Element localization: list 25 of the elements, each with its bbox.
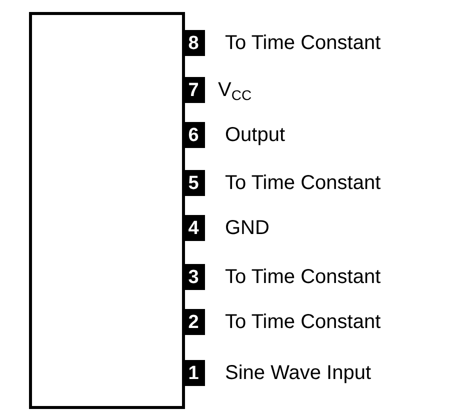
pin-number: 2 (188, 312, 199, 332)
pin-marker (182, 264, 205, 290)
pin-marker (182, 77, 205, 103)
pin-marker (182, 122, 205, 148)
pin-number: 6 (188, 126, 199, 144)
pin-label: To Time Constant (225, 267, 381, 287)
pin-marker (182, 30, 205, 56)
pin-marker (182, 360, 205, 386)
pin-label: V$_{CC}$ (218, 80, 252, 102)
pin-number: 5 (188, 174, 199, 192)
pin-label: To Time Constant (225, 312, 381, 332)
pin-label: Sine Wave Input (225, 363, 372, 383)
pin-marker (182, 309, 205, 335)
pin-marker (182, 215, 205, 241)
pin-label: To Time Constant (225, 33, 381, 53)
pin-label: To Time Constant (225, 173, 381, 193)
pin-number: 3 (188, 268, 199, 286)
pin-number: 1 (188, 364, 199, 382)
pin-label: Output (225, 125, 286, 145)
ic-package-body (29, 12, 185, 409)
pin-label: GND (225, 218, 270, 238)
pin-number: 8 (188, 34, 199, 52)
pin-number: 7 (188, 80, 199, 100)
pin-number: 4 (188, 218, 199, 238)
pin-marker (182, 170, 205, 196)
